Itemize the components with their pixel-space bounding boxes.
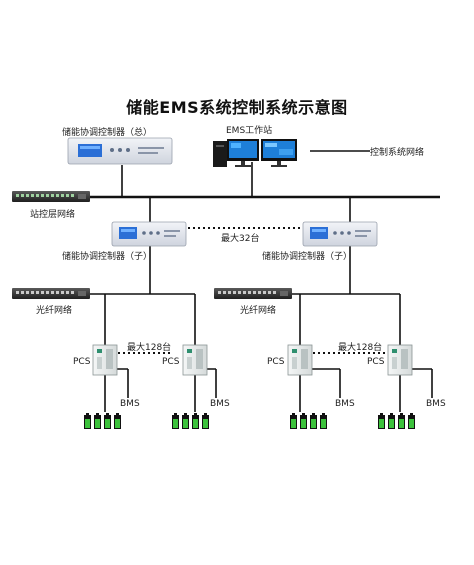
ems-workstation-label: EMS工作站 <box>226 126 273 136</box>
fiber-network-left-label: 光纤网络 <box>36 306 73 316</box>
pcs-unit-2 <box>182 344 208 376</box>
bms-label-4: BMS <box>426 399 446 409</box>
pcs-unit-3 <box>287 344 313 376</box>
bms-label-1: BMS <box>120 399 140 409</box>
max-128-right-label: 最大128台 <box>338 343 383 353</box>
connection-lines <box>62 150 440 412</box>
station-network-label: 站控层网络 <box>30 210 76 220</box>
ems-workstation <box>213 139 297 167</box>
bms-label-3: BMS <box>335 399 355 409</box>
master-controller <box>67 137 173 165</box>
master-controller-label: 储能协调控制器（总） <box>62 128 153 138</box>
pcs-label-2: PCS <box>162 357 180 367</box>
diagram-title: 储能EMS系统控制系统示意图 <box>126 98 348 117</box>
control-network-label: 控制系统网络 <box>370 148 425 158</box>
fiber-network-right-label: 光纤网络 <box>240 306 277 316</box>
fiber-switch-right <box>214 288 292 299</box>
station-switch <box>12 191 90 202</box>
pcs-label-4: PCS <box>367 357 385 367</box>
battery-group-4 <box>378 413 415 429</box>
max-32-label: 最大32台 <box>221 234 260 244</box>
pcs-unit-1 <box>92 344 118 376</box>
fiber-switch-left <box>12 288 90 299</box>
pcs-unit-4 <box>387 344 413 376</box>
max-128-left-label: 最大128台 <box>127 343 172 353</box>
dotted-links <box>118 227 386 354</box>
sub-controller-right <box>302 221 378 247</box>
sub-controller-left <box>111 221 187 247</box>
battery-group-2 <box>172 413 209 429</box>
battery-group-3 <box>290 413 327 429</box>
sub-controller-left-label: 储能协调控制器（子） <box>62 252 153 262</box>
pcs-label-3: PCS <box>267 357 285 367</box>
battery-group-1 <box>84 413 121 429</box>
sub-controller-right-label: 储能协调控制器（子） <box>262 252 353 262</box>
bms-label-2: BMS <box>210 399 230 409</box>
pcs-label-1: PCS <box>73 357 91 367</box>
